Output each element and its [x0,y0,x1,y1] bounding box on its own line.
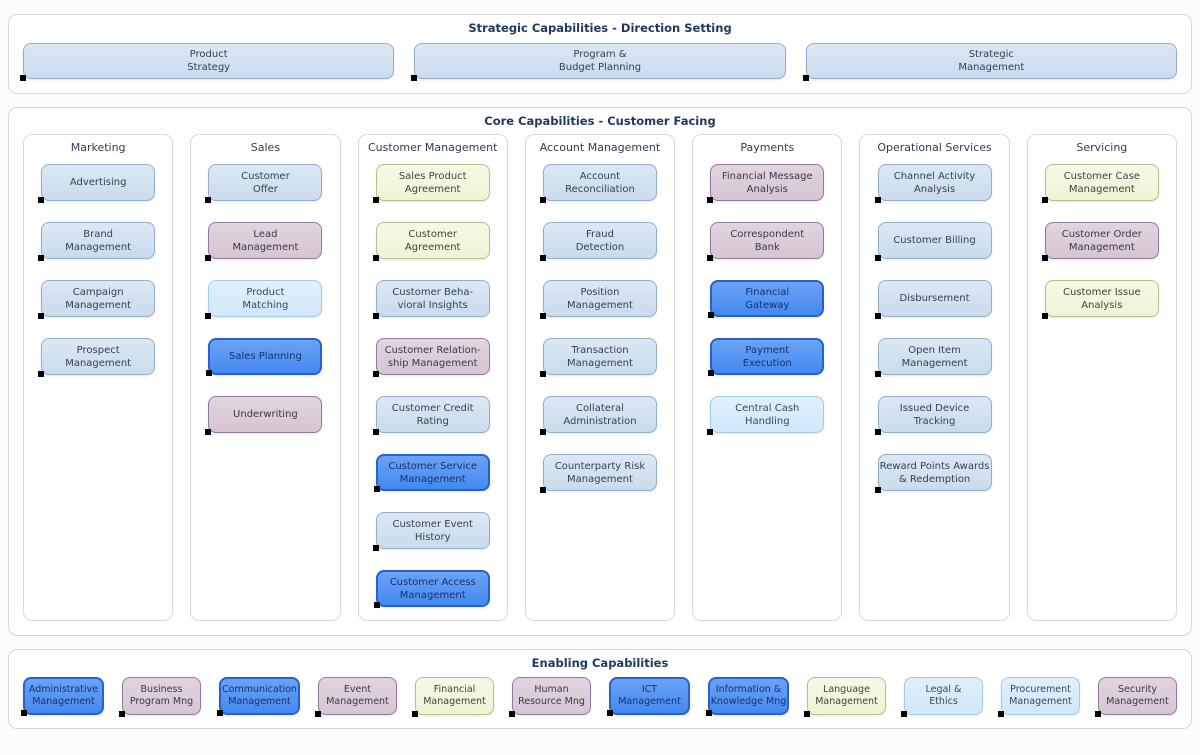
core-section-title: Core Capabilities - Customer Facing [484,114,716,128]
column-header-account-management: Account Management [539,141,661,154]
capability-account-reconciliation[interactable]: Account Reconciliation [539,164,657,203]
capability-channel-activity-analysis[interactable]: Channel Activity Analysis [874,164,992,203]
capability-lead-management[interactable]: Lead Management [205,222,323,261]
capability-sales-planning[interactable]: Sales Planning [206,338,323,376]
capability-customer-agreement[interactable]: Customer Agreement [372,222,490,261]
capability-customer-billing[interactable]: Customer Billing [874,222,992,261]
capability-disbursement[interactable]: Disbursement [874,280,992,319]
capability-product-matching[interactable]: Product Matching [205,280,323,319]
column-header-servicing: Servicing [1076,141,1128,154]
capability-customer-access-management[interactable]: Customer Access Management [373,570,490,608]
capability-correspondent-bank[interactable]: Correspondent Bank [707,222,825,261]
capability-customer-relation-ship-management[interactable]: Customer Relation- ship Management [372,338,490,377]
capability-language-management[interactable]: Language Management [804,677,886,717]
capability-human-resource-mng[interactable]: Human Resource Mng [509,677,591,717]
capability-legal-ethics[interactable]: Legal & Ethics [901,677,983,717]
column-header-sales: Sales [250,141,281,154]
capability-reward-points-awards-redemption[interactable]: Reward Points Awards & Redemption [874,454,992,493]
capability-underwriting[interactable]: Underwriting [205,396,323,435]
strategic-section-title: Strategic Capabilities - Direction Setti… [468,21,732,35]
strategic-section: Strategic Capabilities - Direction Setti… [8,14,1192,94]
capability-collateral-administration[interactable]: Collateral Administration [539,396,657,435]
capability-campaign-management[interactable]: Campaign Management [38,280,156,319]
capability-position-management[interactable]: Position Management [539,280,657,319]
column-header-marketing: Marketing [70,141,126,154]
capability-open-item-management[interactable]: Open Item Management [874,338,992,377]
strategic-row: Product Strategy Program & Budget Plannin… [9,35,1191,93]
enabling-section: Enabling Capabilities Administrative Man… [8,649,1192,729]
enabling-section-title: Enabling Capabilities [531,656,669,670]
capability-event-management[interactable]: Event Management [315,677,397,717]
capability-sales-product-agreement[interactable]: Sales Product Agreement [372,164,490,203]
capability-strategic-management[interactable]: Strategic Management [802,43,1177,81]
capability-customer-service-management[interactable]: Customer Service Management [373,454,490,492]
capability-financial-message-analysis[interactable]: Financial Message Analysis [707,164,825,203]
capability-product-strategy[interactable]: Product Strategy [19,43,395,81]
capability-business-program-mng[interactable]: Business Program Mng [119,677,201,717]
column-header-customer-management: Customer Management [368,141,498,154]
capability-ict-management[interactable]: ICT Management [607,677,690,716]
capability-communication-management[interactable]: Communication Management [217,677,300,716]
capability-brand-management[interactable]: Brand Management [38,222,156,261]
capability-customer-beha-vioral-insights[interactable]: Customer Beha- vioral Insights [372,280,490,319]
capability-transaction-management[interactable]: Transaction Management [539,338,657,377]
capability-customer-case-management[interactable]: Customer Case Management [1041,164,1159,203]
capability-advertising[interactable]: Advertising [38,164,156,203]
capability-financial-management[interactable]: Financial Management [412,677,494,717]
capability-payment-execution[interactable]: Payment Execution [708,338,825,376]
capability-financial-gateway[interactable]: Financial Gateway [708,280,825,318]
capability-security-management[interactable]: Security Management [1095,677,1177,717]
capability-customer-offer[interactable]: Customer Offer [205,164,323,203]
core-section: Core Capabilities - Customer Facing Mark… [8,107,1192,636]
column-header-operational-services: Operational Services [877,141,992,154]
capability-counterparty-risk-management[interactable]: Counterparty Risk Management [539,454,657,493]
capability-customer-order-management[interactable]: Customer Order Management [1041,222,1159,261]
capability-customer-issue-analysis[interactable]: Customer Issue Analysis [1041,280,1159,319]
capability-customer-credit-rating[interactable]: Customer Credit Rating [372,396,490,435]
capability-fraud-detection[interactable]: Fraud Detection [539,222,657,261]
capability-information-knowledge-mng[interactable]: Information & Knowledge Mng [706,677,789,716]
capability-issued-device-tracking[interactable]: Issued Device Tracking [874,396,992,435]
column-header-payments: Payments [740,141,795,154]
capability-customer-event-history[interactable]: Customer Event History [372,512,490,551]
capability-administrative-management[interactable]: Administrative Management [21,677,104,716]
capability-procurement-management[interactable]: Procurement Management [998,677,1080,717]
capability-central-cash-handling[interactable]: Central Cash Handling [707,396,825,435]
enabling-row: Administrative Management Business Progra… [9,670,1191,728]
capability-prospect-management[interactable]: Prospect Management [38,338,156,377]
capability-map: Strategic Capabilities - Direction Setti… [8,14,1192,729]
capability-program-budget-planning[interactable]: Program & Budget Planning [411,43,786,81]
